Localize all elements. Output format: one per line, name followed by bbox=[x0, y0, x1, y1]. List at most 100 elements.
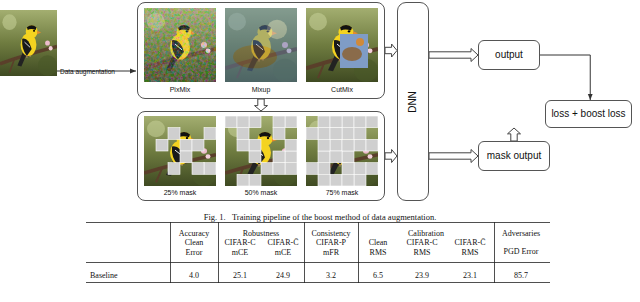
mask-square bbox=[204, 163, 216, 175]
block-arrow bbox=[429, 150, 478, 163]
table-text: CIFAR-C mCE bbox=[222, 238, 258, 257]
mask-square bbox=[249, 139, 261, 151]
mask-square bbox=[318, 128, 330, 140]
block-arrow bbox=[429, 49, 478, 62]
table-cell: 25.1 bbox=[218, 264, 262, 282]
mask-square bbox=[237, 139, 249, 151]
table-text: Accuracy bbox=[179, 229, 210, 239]
cutmix-patch-object bbox=[342, 47, 362, 61]
figure-caption: Fig. 1. Training pipeline of the boost m… bbox=[204, 212, 437, 222]
mask-square bbox=[273, 128, 285, 140]
mask-square bbox=[285, 163, 297, 175]
table-text: 6.5 bbox=[373, 271, 383, 281]
table-group-header: Consistency bbox=[304, 222, 358, 240]
mask-square bbox=[306, 163, 318, 175]
augmentation-group: PixMix Mixup CutMix bbox=[137, 2, 385, 99]
mask-square bbox=[285, 116, 297, 128]
node-label: output bbox=[495, 49, 523, 61]
pixmix-photo bbox=[144, 8, 216, 82]
mask-square bbox=[192, 163, 204, 175]
mask-square bbox=[366, 139, 378, 151]
source-photo bbox=[0, 10, 57, 76]
mask-square bbox=[237, 116, 249, 128]
table-column-header: CIFAR-P mFR bbox=[304, 238, 358, 259]
mask-square bbox=[249, 151, 261, 163]
cutmix-photo bbox=[306, 8, 378, 82]
image-caption: 25% mask bbox=[164, 189, 197, 197]
mask-square bbox=[204, 128, 216, 140]
flow-arrow bbox=[540, 55, 590, 100]
mask-output-box: mask output bbox=[478, 141, 550, 171]
mask-square bbox=[249, 116, 261, 128]
table-rule bbox=[86, 282, 550, 283]
table-text: Clean Error bbox=[176, 238, 212, 257]
cutmix-patch bbox=[340, 34, 368, 68]
mask-square bbox=[342, 163, 354, 175]
mask-square bbox=[273, 116, 285, 128]
node-label: DNN bbox=[407, 91, 419, 113]
block-arrow bbox=[508, 128, 521, 141]
table-text: 4.0 bbox=[189, 271, 199, 281]
table-rule bbox=[218, 222, 219, 283]
table-text: Adversaries bbox=[502, 229, 540, 239]
table-text: 3.2 bbox=[326, 271, 336, 281]
table-group-header: Adversaries bbox=[494, 222, 548, 240]
mask-square bbox=[330, 116, 342, 128]
image-caption: PixMix bbox=[170, 86, 191, 94]
image-caption: Mixup bbox=[252, 86, 271, 94]
table-group-header: Calibration bbox=[358, 222, 494, 240]
table-group-header: Robustness bbox=[218, 222, 304, 240]
table-column-header: Clean Error bbox=[170, 238, 218, 259]
arrow-label: Data augmentation bbox=[60, 60, 115, 78]
arrow-label-text: Data augmentation bbox=[60, 68, 115, 75]
mask-square bbox=[318, 139, 330, 151]
mask-square bbox=[354, 139, 366, 151]
mask-square bbox=[273, 151, 285, 163]
dnn-block: DNN bbox=[397, 2, 429, 201]
masked-photo bbox=[225, 116, 297, 186]
mask-square bbox=[285, 151, 297, 163]
table-column-header: Clean RMS bbox=[358, 238, 398, 259]
table-text: CIFAR-C̄ mCE bbox=[265, 238, 301, 257]
mask-square bbox=[342, 151, 354, 163]
table-column-header: CIFAR-C mCE bbox=[218, 238, 262, 259]
table-text: CIFAR-P mFR bbox=[313, 238, 349, 257]
table-column-header: CIFAR-C̄ RMS bbox=[446, 238, 494, 259]
table-rule bbox=[86, 222, 550, 223]
table-group-header: Accuracy bbox=[170, 222, 218, 240]
table-cell: 85.7 bbox=[494, 264, 548, 282]
table-text: 23.9 bbox=[415, 271, 429, 281]
table-rule bbox=[170, 222, 171, 283]
table-cell: 4.0 bbox=[170, 264, 218, 282]
row-label: Baseline bbox=[88, 264, 170, 282]
image-caption: CutMix bbox=[331, 86, 353, 94]
table-rules bbox=[86, 222, 550, 283]
mask-square bbox=[168, 163, 180, 175]
mixup-photo bbox=[225, 8, 297, 82]
node-label: loss + boost loss bbox=[551, 108, 625, 120]
mask-square bbox=[330, 151, 342, 163]
mask-square bbox=[192, 139, 204, 151]
masked-photo bbox=[144, 116, 216, 186]
caption-wrapper: Fig. 1. Training pipeline of the boost m… bbox=[0, 206, 640, 224]
table-cell: 3.2 bbox=[304, 264, 358, 282]
table-cell: 6.5 bbox=[358, 264, 398, 282]
mask-square bbox=[180, 151, 192, 163]
mask-square bbox=[318, 116, 330, 128]
block-arrow bbox=[255, 99, 268, 111]
table-cell: 23.1 bbox=[446, 264, 494, 282]
mask-square bbox=[237, 128, 249, 140]
mask-square bbox=[156, 139, 168, 151]
mask-group: 25% mask50% mask75% mask bbox=[137, 111, 385, 201]
mask-square bbox=[366, 116, 378, 128]
table-text: 25.1 bbox=[233, 271, 247, 281]
table-text: 23.1 bbox=[463, 271, 477, 281]
table-text: Clean RMS bbox=[360, 238, 396, 257]
table-cell: 23.9 bbox=[398, 264, 446, 282]
table-cell: 24.9 bbox=[262, 264, 304, 282]
mask-square bbox=[342, 116, 354, 128]
cutmix-patch-object bbox=[356, 38, 364, 46]
mask-square bbox=[366, 163, 378, 175]
mask-square bbox=[330, 139, 342, 151]
